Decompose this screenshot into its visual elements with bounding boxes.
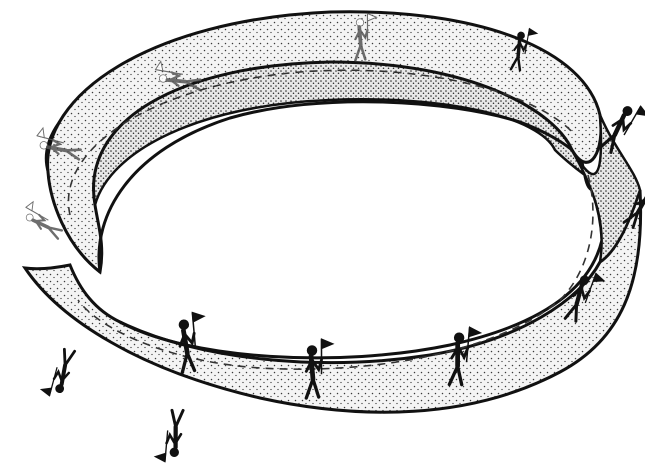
mobius-inner-rim (99, 102, 602, 358)
walker-with-flag-icon (155, 408, 183, 463)
mobius-band-front (25, 190, 641, 412)
walker-with-flag-icon (40, 345, 74, 399)
